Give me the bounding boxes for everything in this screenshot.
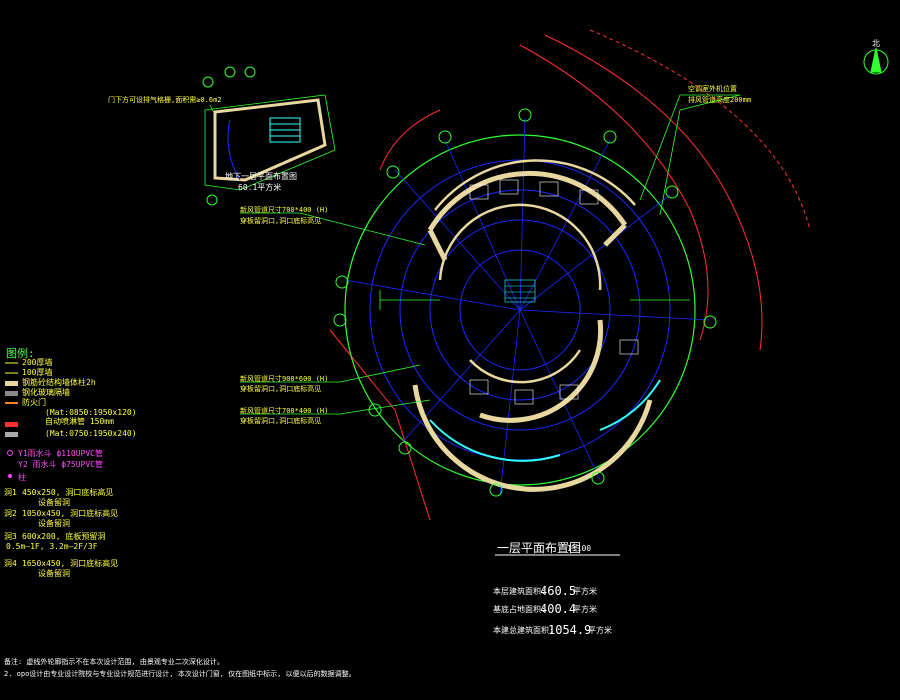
legend-item: (Mat:0750:1950x240) <box>45 429 137 438</box>
legend-marker: 洞1 <box>4 488 17 497</box>
legend-item: 450x250, 洞口底标高见 <box>22 488 114 497</box>
inner-walls <box>434 159 636 384</box>
callout-left-1b: 穿板留洞口,洞口底标高见 <box>240 217 322 225</box>
callout-top-right: 空调室外机位置 <box>688 85 737 93</box>
legend-item: 钢筋砼结构墙体柱2h <box>22 378 96 387</box>
legend-item: 100厚墙 <box>22 368 53 377</box>
note-line-1: 备注: 虚线外轮廓指示不在本次设计范围, 由景观专业二次深化设计。 <box>4 658 224 666</box>
callout-left-3: 新风管道尺寸700*400 (H) <box>240 407 329 415</box>
legend-item: 600x200, 底板预留洞 <box>22 532 106 541</box>
outer-axis-circle <box>344 134 696 486</box>
stat-label: 本建总建筑面积: <box>493 626 554 635</box>
inset-note: 门下方可设排气格栅,面积需≥0.6m2 <box>108 96 222 104</box>
legend-item: 柱 <box>18 473 26 482</box>
legend-item: 0.5m—1F, 3.2m—2F/3F <box>6 542 98 551</box>
callout-left-2b: 穿板留洞口,洞口底标高见 <box>240 385 322 393</box>
legend-marker: 洞4 <box>4 559 17 568</box>
legend-marker: 洞3 <box>4 532 17 541</box>
legend-swatches <box>5 362 18 478</box>
dimension-lines <box>379 290 690 310</box>
north-label: 北 <box>872 39 880 48</box>
callout-left-2: 新风管道尺寸900*600 (H) <box>240 375 329 383</box>
inset-area: 60.1平方米 <box>238 183 282 192</box>
legend-item: 1050x450, 洞口底标高见 <box>22 509 119 518</box>
legend-item: (Mat:0850:1950x120) <box>45 408 137 417</box>
legend-item: 设备留洞 <box>38 519 70 528</box>
axis-bubbles <box>333 108 717 497</box>
stat-value: 460.5 <box>540 584 577 598</box>
drawing-scale: 1:100 <box>567 544 592 553</box>
legend-item: Y2 雨水斗 ф75UPVC管 <box>18 460 103 469</box>
legend-marker: 洞2 <box>4 509 17 518</box>
legend-item: 防火门 <box>22 398 46 407</box>
glazing <box>429 379 661 462</box>
note-line-2: 2. opo设计由专业设计院校与专业设计规范进行设计, 本次设计门窗, 仅在图纸… <box>4 670 356 678</box>
legend-item: 1650x450, 洞口底标高见 <box>22 559 119 568</box>
callout-left-1: 新风管道尺寸700*400 (H) <box>240 206 329 214</box>
stat-value: 400.4 <box>540 602 577 616</box>
legend-item: 自动喷淋管 150mm <box>45 417 114 426</box>
legend-item: 200厚墙 <box>22 358 53 367</box>
drawing-title: 一层平面布置图 <box>497 541 582 555</box>
callout-top-right-2: 排风管道高度200mm <box>688 96 752 104</box>
building-walls <box>412 170 653 492</box>
stat-label: 本层建筑面积: <box>493 587 546 596</box>
north-arrow <box>863 47 889 75</box>
legend-item: 设备留洞 <box>38 498 70 507</box>
room-details <box>469 179 639 405</box>
stat-value: 1054.9 <box>548 623 592 637</box>
callout-left-3b: 穿板留洞口,洞口底标高见 <box>240 417 322 425</box>
stat-unit: 平方米 <box>573 605 597 614</box>
stat-unit: 平方米 <box>573 587 597 596</box>
legend-item: 设备留洞 <box>38 569 70 578</box>
inset-title: 地下一层平面布置图 <box>225 172 297 181</box>
legend-item: 钢化玻璃隔墙 <box>22 388 70 397</box>
stat-unit: 平方米 <box>588 626 612 635</box>
grid-rings <box>369 159 671 461</box>
leader-lines <box>209 94 741 415</box>
stat-label: 基底占地面积: <box>493 605 546 614</box>
basement-inset-plan <box>202 66 336 206</box>
legend-item: Y1雨水斗 ф110UPVC管 <box>18 449 103 458</box>
legend-title: 图例: <box>6 347 35 360</box>
